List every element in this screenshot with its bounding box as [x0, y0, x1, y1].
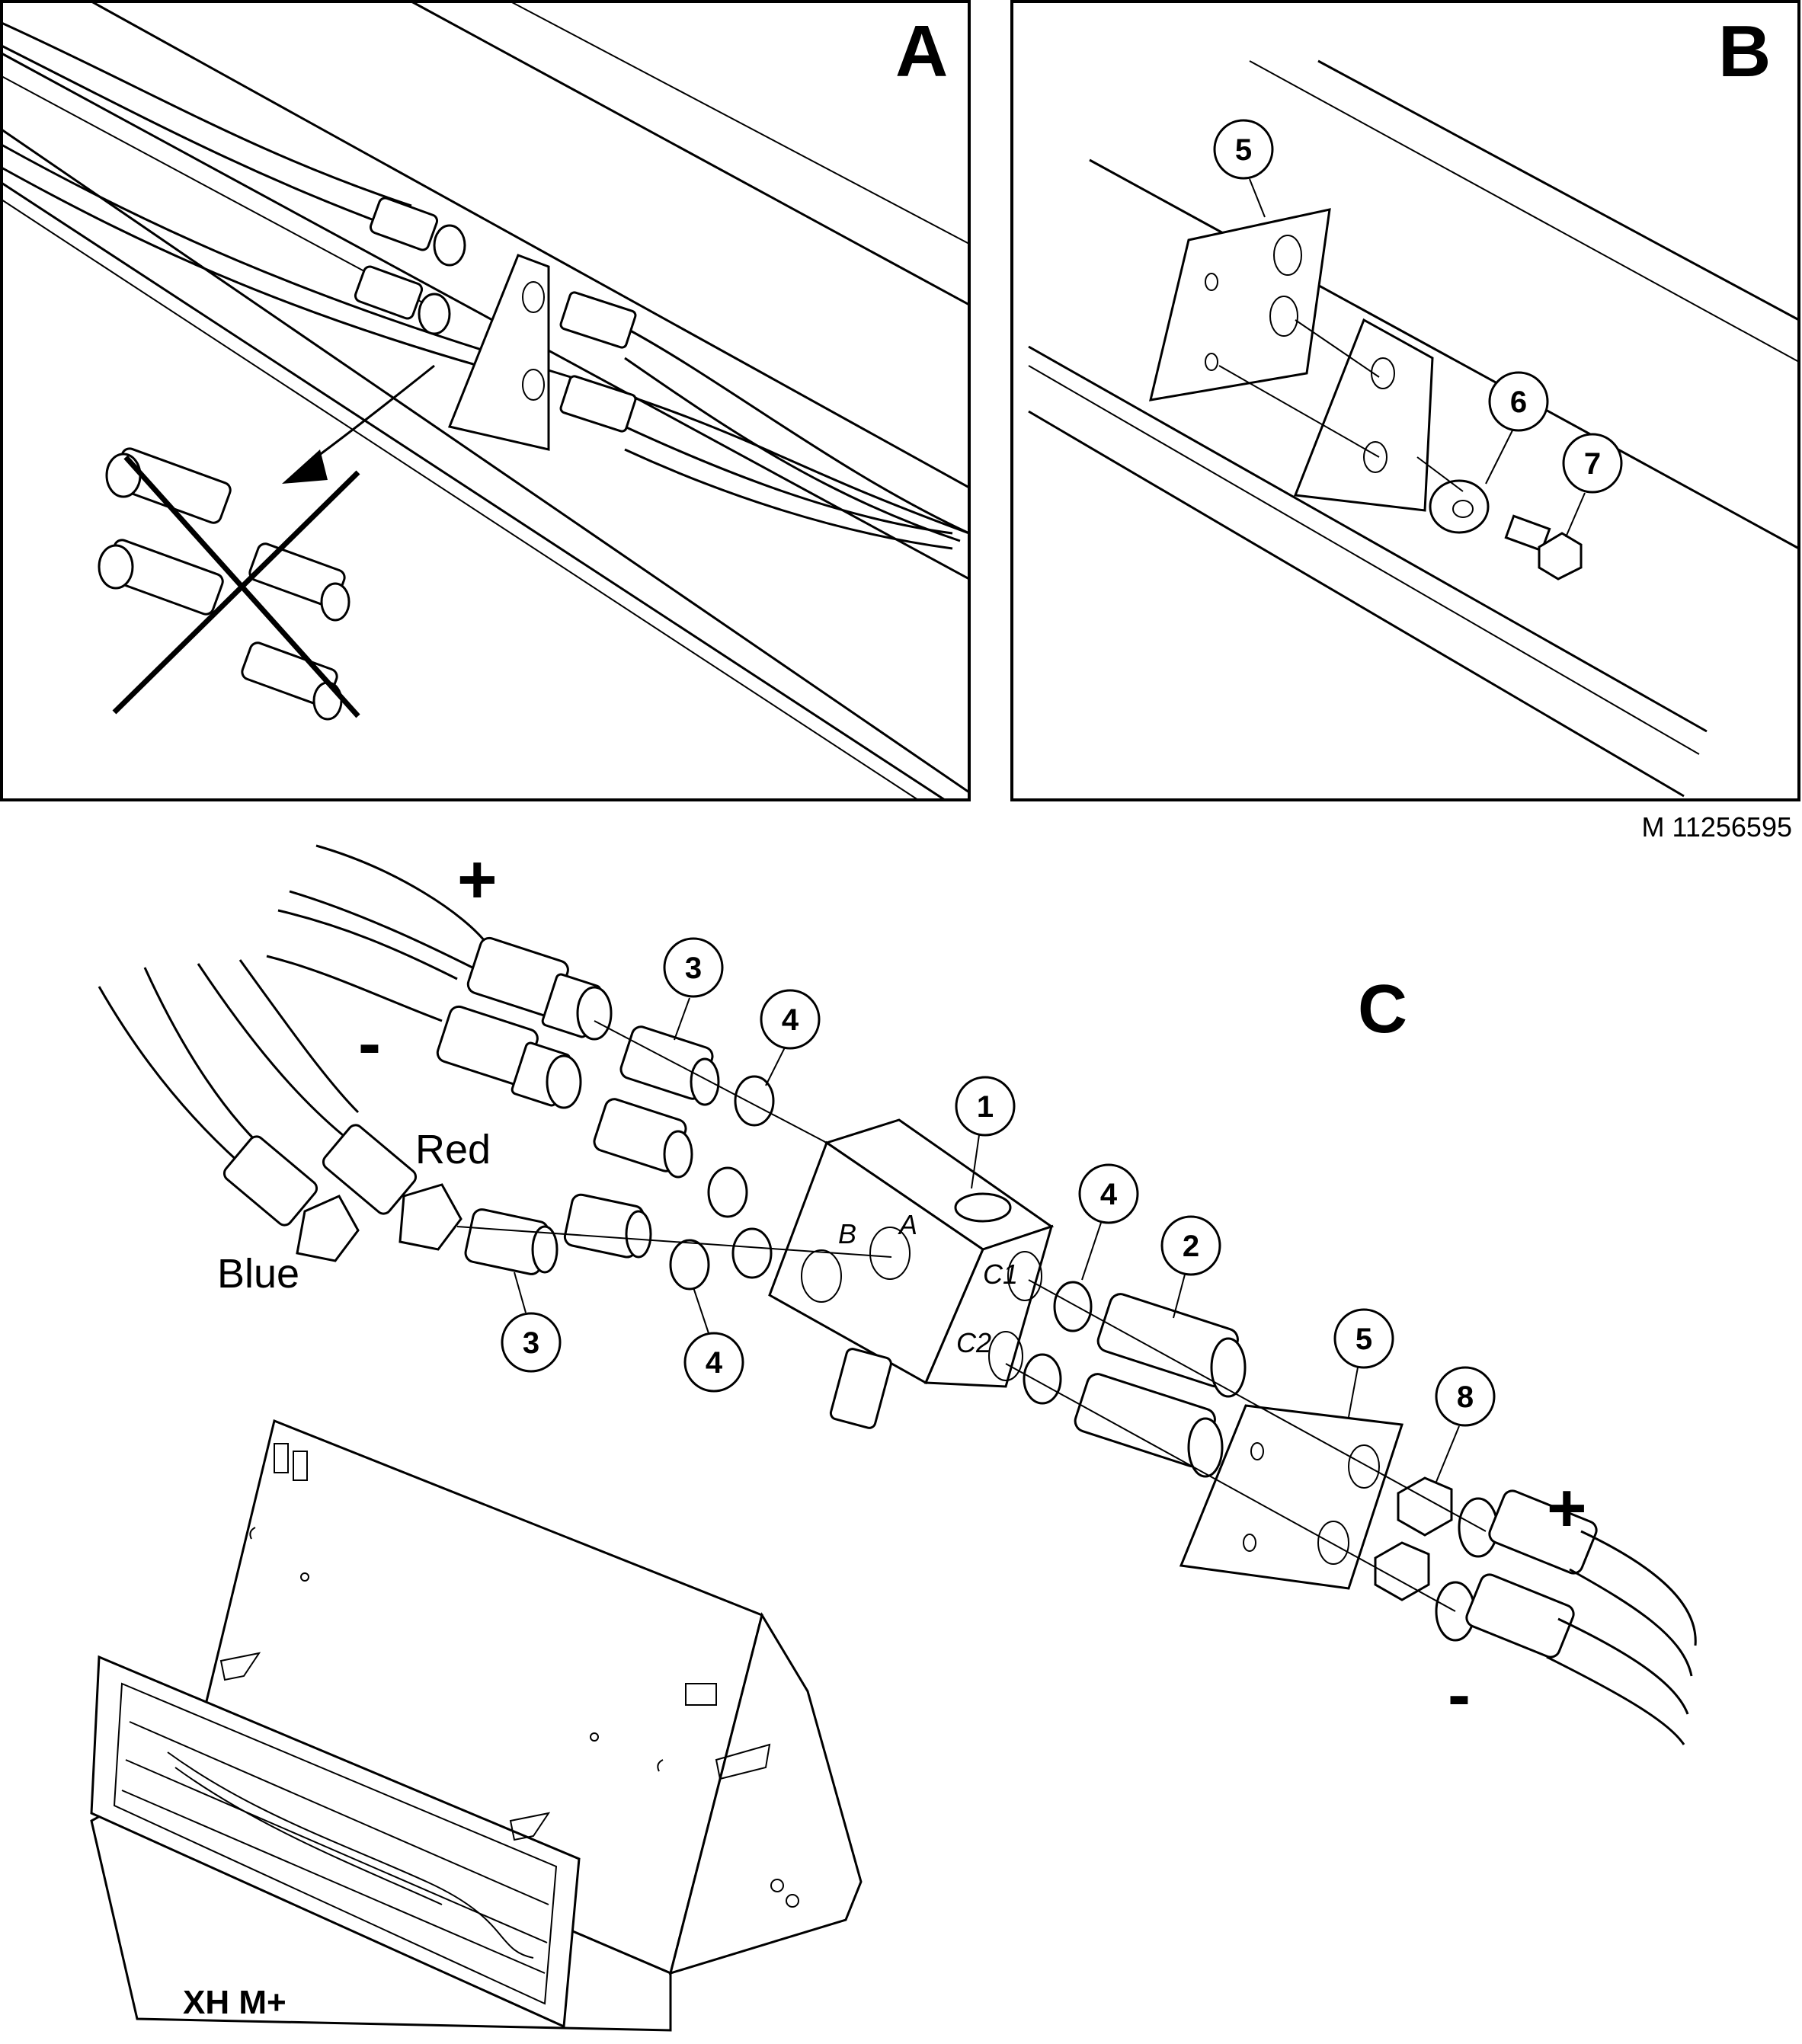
- panel-b: 5 6 7 B: [1010, 0, 1800, 801]
- svg-text:8: 8: [1457, 1380, 1474, 1414]
- svg-text:1: 1: [977, 1090, 994, 1124]
- elbow-fitting-red: [322, 1124, 463, 1251]
- svg-text:3: 3: [523, 1326, 539, 1360]
- adapter-lower-2: [563, 1193, 652, 1259]
- callout-c4-bottom: 4: [683, 1287, 744, 1393]
- port-c2-label: C2: [956, 1327, 991, 1358]
- svg-text:2: 2: [1183, 1230, 1199, 1263]
- panel-letter-c: C: [1358, 971, 1407, 1048]
- svg-text:3: 3: [685, 952, 702, 985]
- connected-fittings: [354, 197, 637, 433]
- callout-c4-top: 4: [760, 989, 821, 1086]
- cross-out-mark: [112, 455, 360, 718]
- adapter-plate: [1149, 208, 1380, 458]
- mounting-bracket: [1293, 318, 1434, 512]
- valve-block: A B C1 C2: [768, 1118, 1055, 1429]
- panel-a: A: [0, 0, 971, 801]
- callout-c8: 8: [1435, 1366, 1496, 1483]
- frame-rails: [1, 0, 970, 801]
- washer: [1429, 479, 1490, 534]
- panel-letter-b: B: [1718, 11, 1771, 92]
- frame-rails: [1028, 59, 1800, 798]
- elbow-fitting-blue: [222, 1135, 360, 1262]
- callout-b6: 6: [1485, 371, 1549, 485]
- red-hose-label: Red: [415, 1127, 491, 1172]
- adapter-plate: [1179, 1404, 1404, 1590]
- port-a-label: A: [898, 1209, 917, 1240]
- attachment-illustration: [90, 1419, 863, 2032]
- hose-fitting-minus: [436, 1005, 582, 1109]
- callout-c1: 1: [955, 1076, 1016, 1189]
- lock-nuts: [1374, 1476, 1453, 1601]
- callout-b7: 7: [1562, 433, 1623, 538]
- hoses-right: [1546, 1530, 1697, 1745]
- hoses-left: [98, 844, 489, 1175]
- fitting-right-1: [1096, 1293, 1247, 1398]
- svg-text:6: 6: [1510, 385, 1527, 419]
- callout-c2: 2: [1160, 1215, 1221, 1319]
- svg-text:5: 5: [1235, 133, 1252, 167]
- seal-rings-left: [669, 1075, 775, 1291]
- callout-c4-right: 4: [1078, 1163, 1139, 1281]
- adapter-lower-1: [464, 1208, 559, 1275]
- callout-b5: 5: [1213, 119, 1274, 218]
- svg-text:5: 5: [1356, 1323, 1372, 1356]
- plus-sign-top: +: [457, 842, 498, 918]
- fitting-right-2: [1074, 1373, 1224, 1478]
- blue-hose-label: Blue: [217, 1251, 299, 1297]
- svg-text:4: 4: [782, 1003, 799, 1037]
- assembly-lines: [456, 1020, 1487, 1612]
- port-c1-label: C1: [983, 1259, 1018, 1290]
- adapter-upper-1: [619, 1025, 720, 1106]
- hose-fitting-plus: [466, 936, 613, 1041]
- model-label: XH M+: [183, 1984, 286, 2021]
- plus-sign-right: +: [1547, 1470, 1587, 1547]
- minus-sign-right: -: [1448, 1657, 1471, 1733]
- callout-c3-top: 3: [663, 937, 724, 1041]
- callout-c5: 5: [1333, 1308, 1394, 1418]
- svg-text:4: 4: [1100, 1178, 1118, 1211]
- drawing-reference: M 11256595: [1642, 811, 1793, 843]
- svg-text:4: 4: [706, 1346, 723, 1380]
- seal-rings-right: [1023, 1281, 1093, 1405]
- removal-arrow: [282, 364, 435, 484]
- bolt: [1504, 514, 1583, 581]
- callout-c3-bottom: 3: [501, 1272, 562, 1373]
- panel-letter-a: A: [895, 11, 948, 92]
- removed-fittings: [98, 447, 350, 721]
- panel-c: C: [98, 842, 1697, 1745]
- adapter-upper-2: [593, 1098, 693, 1179]
- svg-text:7: 7: [1584, 447, 1601, 481]
- port-b-label: B: [838, 1218, 856, 1249]
- mounting-bracket: [447, 254, 550, 451]
- minus-sign-top: -: [358, 1006, 381, 1082]
- hose-fitting-right-minus: [1435, 1573, 1575, 1659]
